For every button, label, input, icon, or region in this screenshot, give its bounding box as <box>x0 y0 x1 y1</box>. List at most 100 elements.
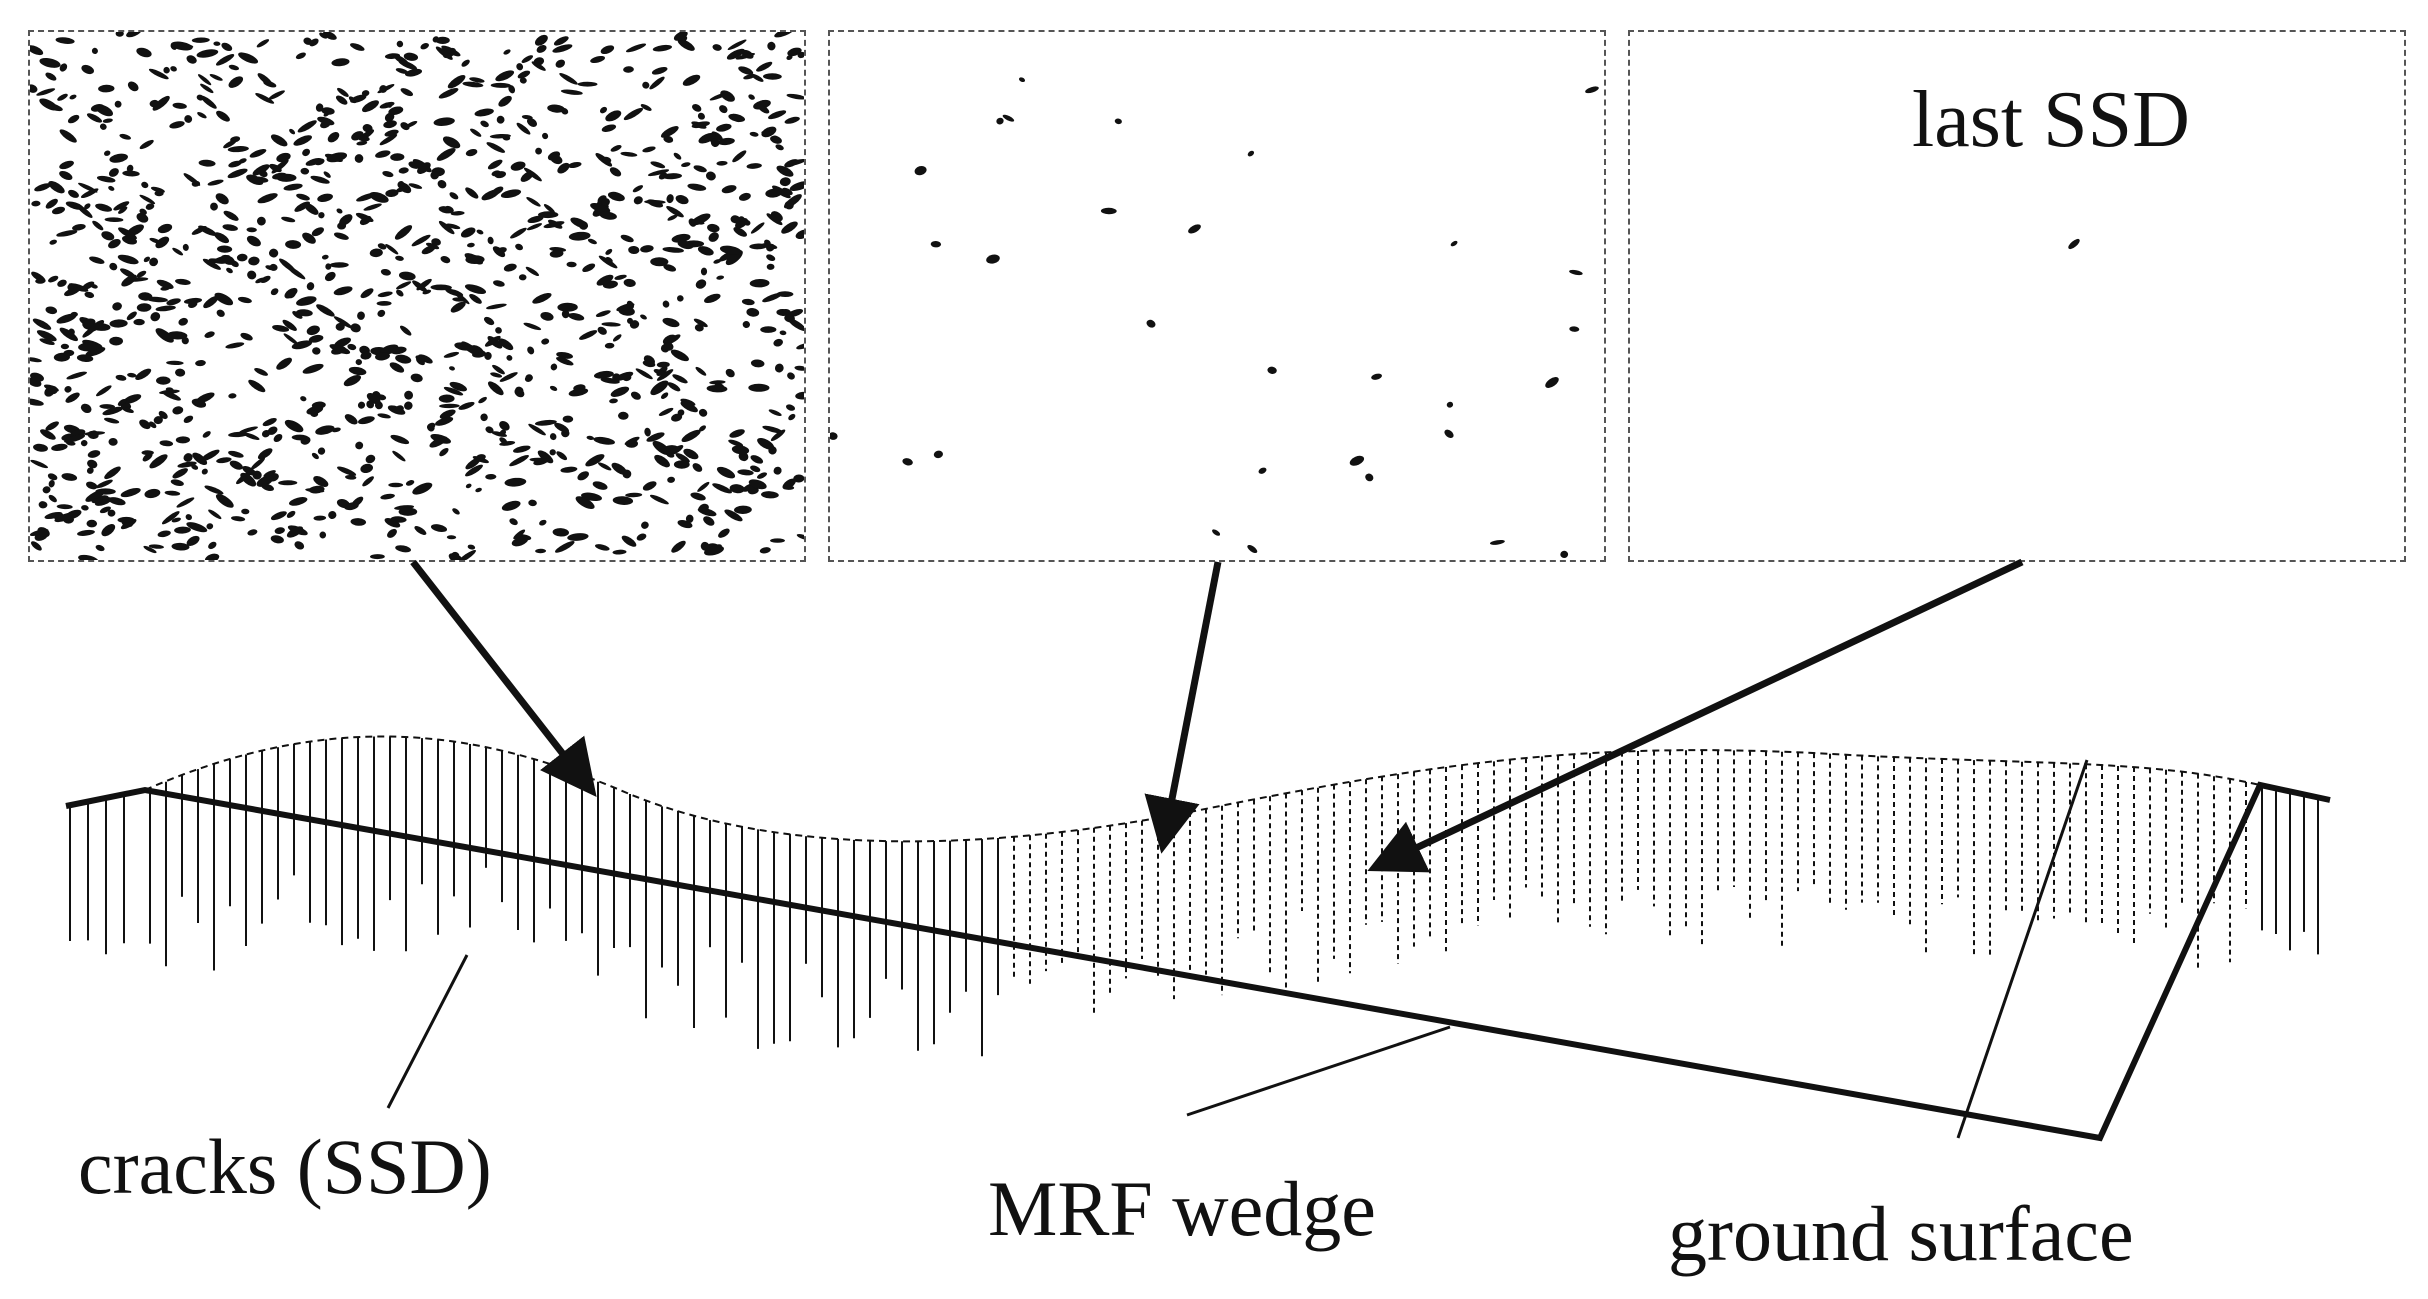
crack-speck <box>384 102 392 108</box>
crack-speck <box>123 394 142 404</box>
crack-speck <box>570 217 588 229</box>
crack-speck <box>87 459 98 469</box>
crack-speck <box>306 282 315 291</box>
crack-speck <box>708 232 719 242</box>
crack-speck <box>630 391 641 400</box>
crack-speck <box>595 310 611 318</box>
mrf-wedge-label: MRF wedge <box>988 1165 1376 1252</box>
crack-speck <box>191 464 199 470</box>
crack-speck <box>484 351 492 360</box>
crack-speck <box>318 212 325 219</box>
crack-speck <box>614 274 627 280</box>
crack-speck <box>515 243 524 251</box>
crack-speck <box>430 434 452 444</box>
crack-speck <box>697 507 717 517</box>
crack-speck <box>735 53 755 60</box>
crack-speck <box>119 133 131 140</box>
crack-speck <box>98 84 115 93</box>
crack-speck <box>120 488 141 498</box>
crack-speck <box>768 409 782 417</box>
crack-speck <box>788 413 796 421</box>
crack-speck <box>773 466 782 475</box>
crack-speck <box>278 480 298 486</box>
crack-speck <box>449 192 459 200</box>
crack-speck <box>549 433 557 441</box>
crack-speck <box>464 253 484 265</box>
crack-speck <box>102 406 124 416</box>
crack-speck <box>57 93 68 101</box>
crack-speck <box>620 234 634 243</box>
crack-speck <box>64 287 81 297</box>
crack-speck <box>779 177 791 187</box>
crack-speck <box>649 494 669 505</box>
crack-speck <box>56 504 73 510</box>
crack-speck <box>170 66 177 72</box>
crack-speck <box>343 375 362 387</box>
crack-speck <box>785 404 796 411</box>
crack-speck <box>663 135 674 143</box>
crack-speck <box>623 278 636 287</box>
crack-speck <box>108 168 119 177</box>
arrow-last-ssd-panel <box>1367 558 2024 873</box>
crack-speck <box>202 431 211 438</box>
crack-speck <box>784 116 800 124</box>
crack-speck <box>319 531 327 539</box>
crack-speck <box>590 55 606 64</box>
crack-speck <box>495 70 515 82</box>
crack-speck <box>766 263 775 270</box>
crack-speck <box>795 229 804 240</box>
crack-speck <box>302 363 324 374</box>
crack-speck <box>149 454 168 469</box>
crack-speck <box>478 396 487 404</box>
crack-speck <box>577 81 598 87</box>
crack-speck <box>383 120 397 129</box>
crack-speck <box>390 346 407 355</box>
crack-speck <box>690 492 706 501</box>
crack-speck <box>771 135 781 144</box>
crack-speck <box>127 81 139 92</box>
crack-speck <box>136 212 149 223</box>
crack-speck <box>753 99 771 110</box>
crack-speck <box>586 435 595 440</box>
crack-speck <box>749 131 759 137</box>
crack-speck <box>667 476 675 483</box>
crack-speck <box>557 302 578 312</box>
crack-speck <box>141 181 149 189</box>
crack-speck <box>377 291 393 298</box>
crack-speck <box>609 398 618 404</box>
crack-speck <box>166 298 181 306</box>
crack-speck <box>443 351 460 358</box>
crack-speck <box>39 338 55 346</box>
crack-speck <box>601 124 617 132</box>
crack-speck <box>30 372 44 382</box>
crack-speck <box>45 198 58 209</box>
crack-speck <box>31 541 42 551</box>
crack-speck <box>222 224 238 231</box>
crack-speck <box>433 117 455 126</box>
crack-speck <box>257 193 278 204</box>
crack-speck <box>274 527 285 534</box>
crack-speck <box>312 347 321 355</box>
crack-speck <box>89 256 105 264</box>
crack-speck <box>549 246 567 252</box>
crack-speck <box>269 163 282 173</box>
crack-speck <box>285 240 302 249</box>
crack-speck <box>135 368 152 380</box>
crack-speck <box>95 479 113 489</box>
crack-speck <box>355 359 362 366</box>
crack-speck <box>640 314 647 320</box>
crack-speck <box>681 429 701 443</box>
crack-speck <box>525 266 540 277</box>
crack-speck <box>286 290 296 299</box>
crack-speck <box>319 32 328 39</box>
crack-speck <box>305 157 322 166</box>
crack-speck <box>108 185 115 191</box>
crack-speck <box>223 139 237 149</box>
crack-speck <box>704 293 721 304</box>
crack-speck <box>357 401 366 409</box>
crack-speck <box>114 100 122 108</box>
crack-speck <box>443 386 464 396</box>
crack-speck <box>721 185 737 194</box>
crack-speck <box>144 488 161 499</box>
crack-speck <box>556 451 568 461</box>
